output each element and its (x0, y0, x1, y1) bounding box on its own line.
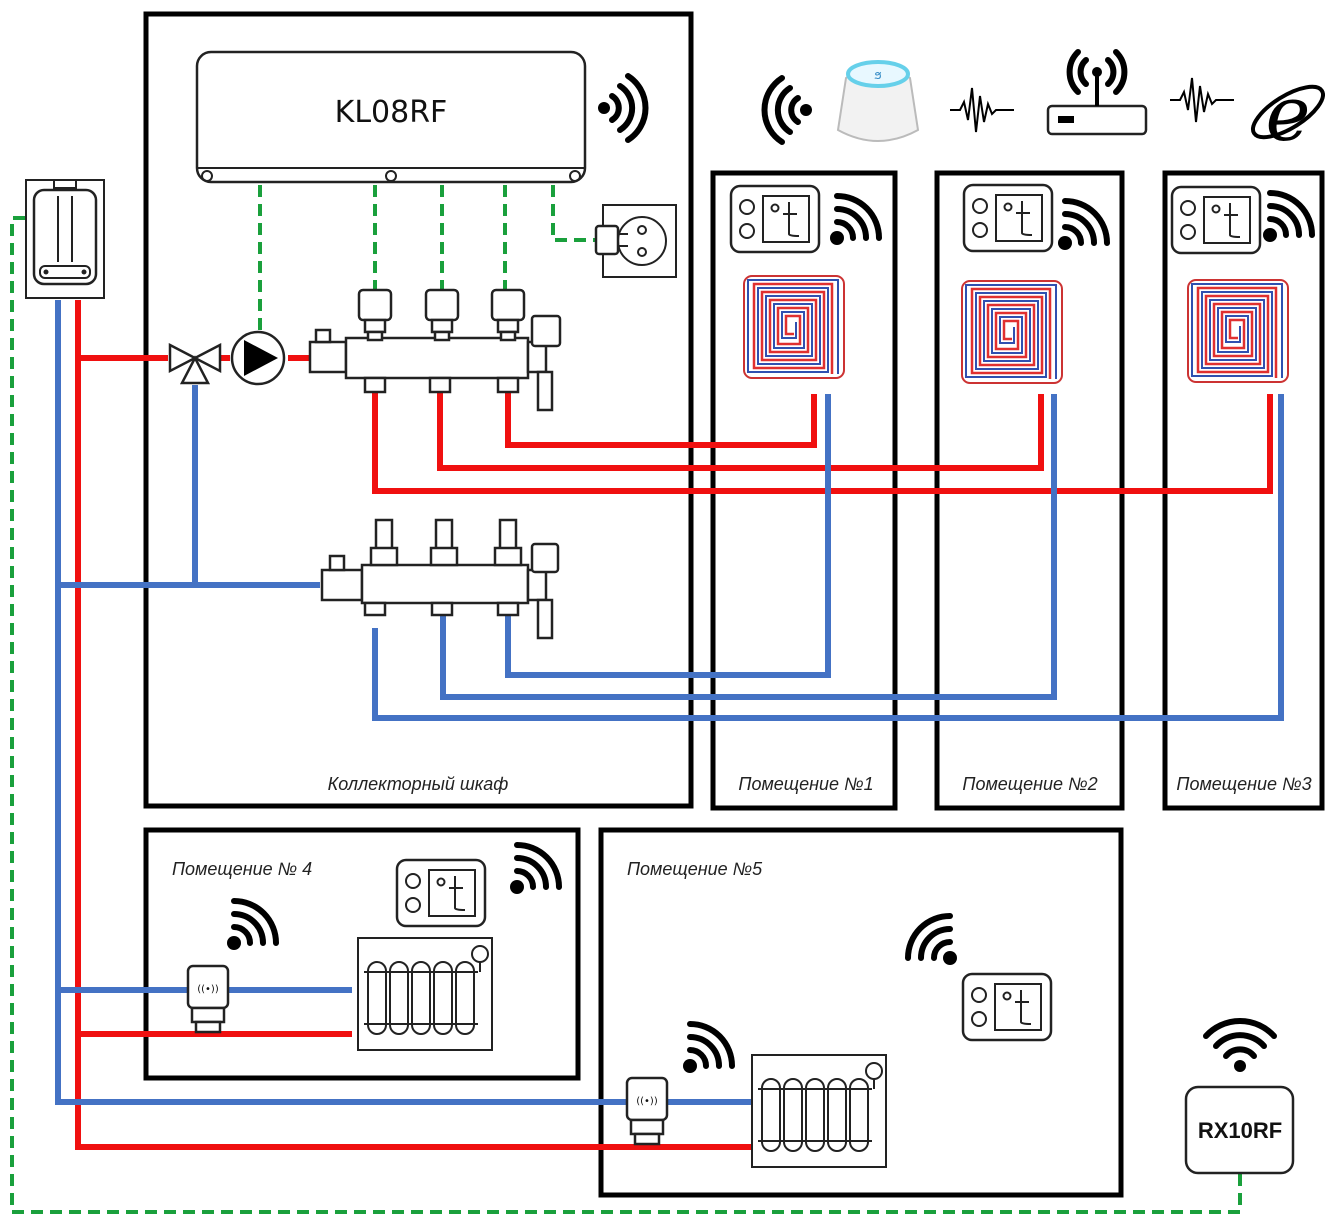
room4-thermal-actuator-icon (186, 964, 230, 1034)
rx10rf-label: RX10RF (1198, 1118, 1282, 1143)
cabinet-label: Коллекторный шкаф (328, 774, 509, 794)
return-pipe-main (55, 300, 628, 1105)
kl08rf-controller: KL08RF (195, 50, 587, 184)
svg-text:ϧ: ϧ (874, 68, 881, 82)
control-wire-rx10rf (10, 216, 1242, 1214)
room3-thermostat-icon (1170, 185, 1262, 255)
room5-actuator-wireless-icon (683, 1024, 732, 1073)
room4-controller-wireless-icon (510, 845, 559, 894)
supply-loop-room1 (505, 392, 817, 448)
return-loop-room2 (440, 394, 1057, 700)
manifold-valve-head-1 (357, 288, 393, 342)
room2-label: Помещение №2 (962, 774, 1097, 794)
supply-loop-room2 (437, 392, 1044, 471)
return-loop-room1 (505, 394, 831, 678)
room4-box (143, 827, 581, 1081)
manifold-valve-head-3 (490, 288, 526, 342)
pump-icon (230, 330, 286, 386)
signal-wave-icon-2 (1169, 77, 1235, 123)
gateway-wireless-icon (761, 75, 812, 145)
supply-manifold (308, 314, 562, 412)
room5-label: Помещение №5 (627, 859, 763, 879)
rx10rf-receiver (1184, 1085, 1295, 1175)
controller-label: KL08RF (335, 95, 448, 130)
room4-actuator-wireless-icon (227, 901, 276, 950)
internet-explorer-icon: e (1251, 69, 1325, 158)
room1-label: Помещение №1 (738, 774, 873, 794)
boiler-icon (25, 179, 105, 299)
smart-gateway-icon: ϧ (836, 60, 920, 142)
room1-wireless-icon (830, 196, 879, 245)
room4-radiator-icon (357, 937, 493, 1051)
room3-label: Помещение №3 (1176, 774, 1311, 794)
room5-radiator-icon (751, 1054, 887, 1168)
room5-thermal-actuator-icon (625, 1076, 669, 1146)
room3-wireless-icon (1263, 193, 1312, 242)
collector-cabinet-box (143, 11, 694, 809)
router-icon (1046, 49, 1148, 136)
room5-thermostat-wireless-icon (905, 913, 957, 965)
return-manifold (320, 518, 560, 640)
control-wire-socket (551, 185, 596, 242)
room5-box (598, 827, 1124, 1198)
controller-wireless-icon (598, 73, 649, 143)
room1-floor-loop-icon (742, 274, 846, 380)
rx10rf-wireless-icon (1203, 1017, 1277, 1072)
room2-floor-loop-icon (960, 279, 1064, 385)
room4-label: Помещение № 4 (172, 859, 312, 879)
svg-text:e: e (1266, 69, 1311, 158)
return-loop-room3 (372, 394, 1284, 721)
manifold-valve-head-2 (424, 288, 460, 342)
signal-wave-icon-1 (949, 87, 1015, 133)
room3-floor-loop-icon (1186, 278, 1290, 384)
room2-thermostat-icon (962, 183, 1054, 253)
supply-loop-room3 (372, 392, 1273, 494)
room5-thermostat-icon (961, 972, 1053, 1042)
room2-wireless-icon (1058, 201, 1107, 250)
power-socket-icon (594, 204, 677, 278)
three-way-valve-icon (168, 342, 222, 385)
room1-thermostat-icon (729, 184, 821, 254)
room4-thermostat-icon (395, 858, 487, 928)
